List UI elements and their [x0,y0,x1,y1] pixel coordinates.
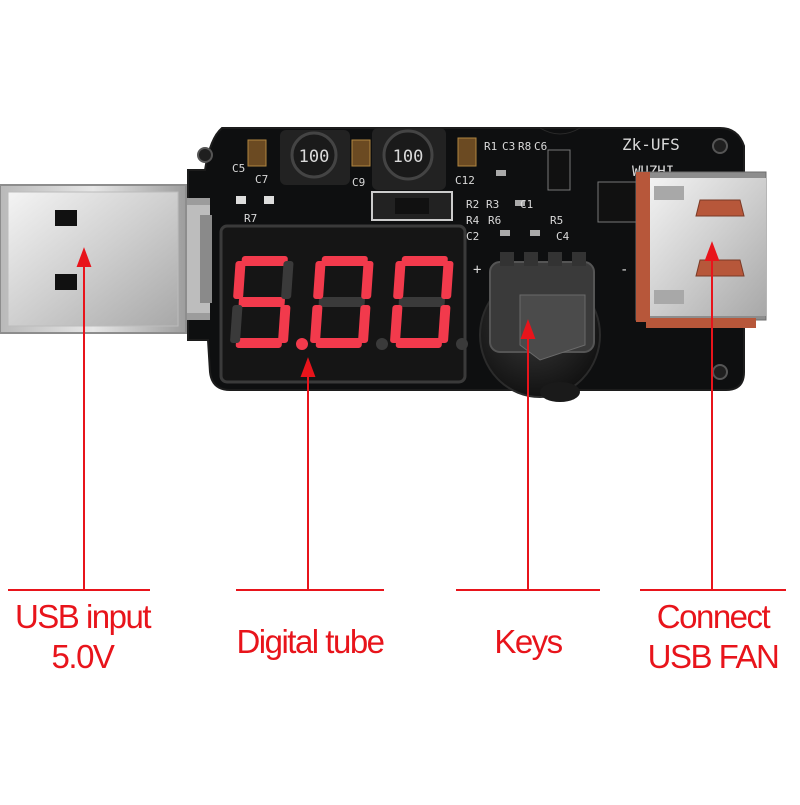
callout-line-keys [456,319,600,591]
segment-d [395,338,443,348]
callout-line-digital-tube [236,357,384,591]
callout-digital-tube: Digital tube [222,622,398,662]
segment-f [233,261,246,299]
segment-c [358,305,371,343]
segment-b [281,261,294,299]
svg-text:C2: C2 [466,230,479,243]
segment-b [441,261,454,299]
svg-text:C5: C5 [232,162,245,175]
inductor: 100 [372,128,446,190]
rotary-encoder-key [479,252,601,402]
svg-text:C3: C3 [502,140,515,153]
svg-text:C12: C12 [455,174,475,187]
segment-f [393,261,406,299]
callout-usb-input-line2: 5.0V [51,638,115,675]
mount-hole [197,147,213,163]
decimal-point-0 [296,338,308,350]
segment-g [398,297,445,307]
silkscreen-labels: C5 C7 R7 C9 C12 R1 C3 R8 C6 R2 R3 C1 R4 … [232,140,628,278]
decimal-point-2 [456,338,468,350]
svg-text:R6: R6 [488,214,501,227]
svg-text:C4: C4 [556,230,570,243]
callout-digital-tube-line1: Digital tube [236,623,385,660]
svg-text:R7: R7 [244,212,257,225]
segment-e [230,305,243,343]
callout-line-usb-input [8,247,150,591]
inductor: 100 [280,130,350,185]
seven-segment-digits [230,256,468,350]
segment-c [278,305,291,343]
callout-line-usb-fan [640,241,786,591]
usb-a-plug [0,184,212,334]
svg-text:100: 100 [299,147,330,167]
svg-text:R2: R2 [466,198,479,211]
mount-hole [712,364,728,380]
callout-usb-input-line1: USB input [14,598,152,635]
segment-a [241,256,288,266]
segment-d [315,338,363,348]
callout-usb-fan: Connect USB FAN [628,597,798,677]
segment-e [310,305,323,343]
segment-a [401,256,448,266]
usb-a-socket [635,171,767,328]
digit-0 [230,256,294,348]
segment-g [238,297,285,307]
svg-text:C7: C7 [255,173,268,186]
segment-d [235,338,283,348]
svg-text:R4: R4 [466,214,480,227]
svg-text:+: + [473,262,481,278]
segment-c [438,305,451,343]
callout-keys-line1: Keys [494,623,563,660]
callout-usb-fan-line1: Connect [656,598,771,635]
segment-g [318,297,365,307]
svg-text:C1: C1 [520,198,533,211]
digit-1 [310,256,374,348]
segment-b [361,261,374,299]
digital-tube-display [219,224,468,384]
svg-text:R3: R3 [486,198,499,211]
svg-text:C6: C6 [534,140,547,153]
svg-text:-: - [620,262,628,278]
svg-text:R5: R5 [550,214,563,227]
decimal-point-1 [376,338,388,350]
model-label: Zk-UFS [622,135,680,154]
svg-text:C9: C9 [352,176,365,189]
mount-hole [712,138,728,154]
svg-text:R1: R1 [484,140,497,153]
svg-text:R8: R8 [518,140,531,153]
segment-a [321,256,368,266]
callout-keys: Keys [478,622,578,662]
digit-2 [390,256,454,348]
callout-usb-input: USB input 5.0V [0,597,165,677]
callout-usb-fan-line2: USB FAN [647,638,780,675]
svg-text:100: 100 [393,147,424,167]
segment-e [390,305,403,343]
segment-f [313,261,326,299]
